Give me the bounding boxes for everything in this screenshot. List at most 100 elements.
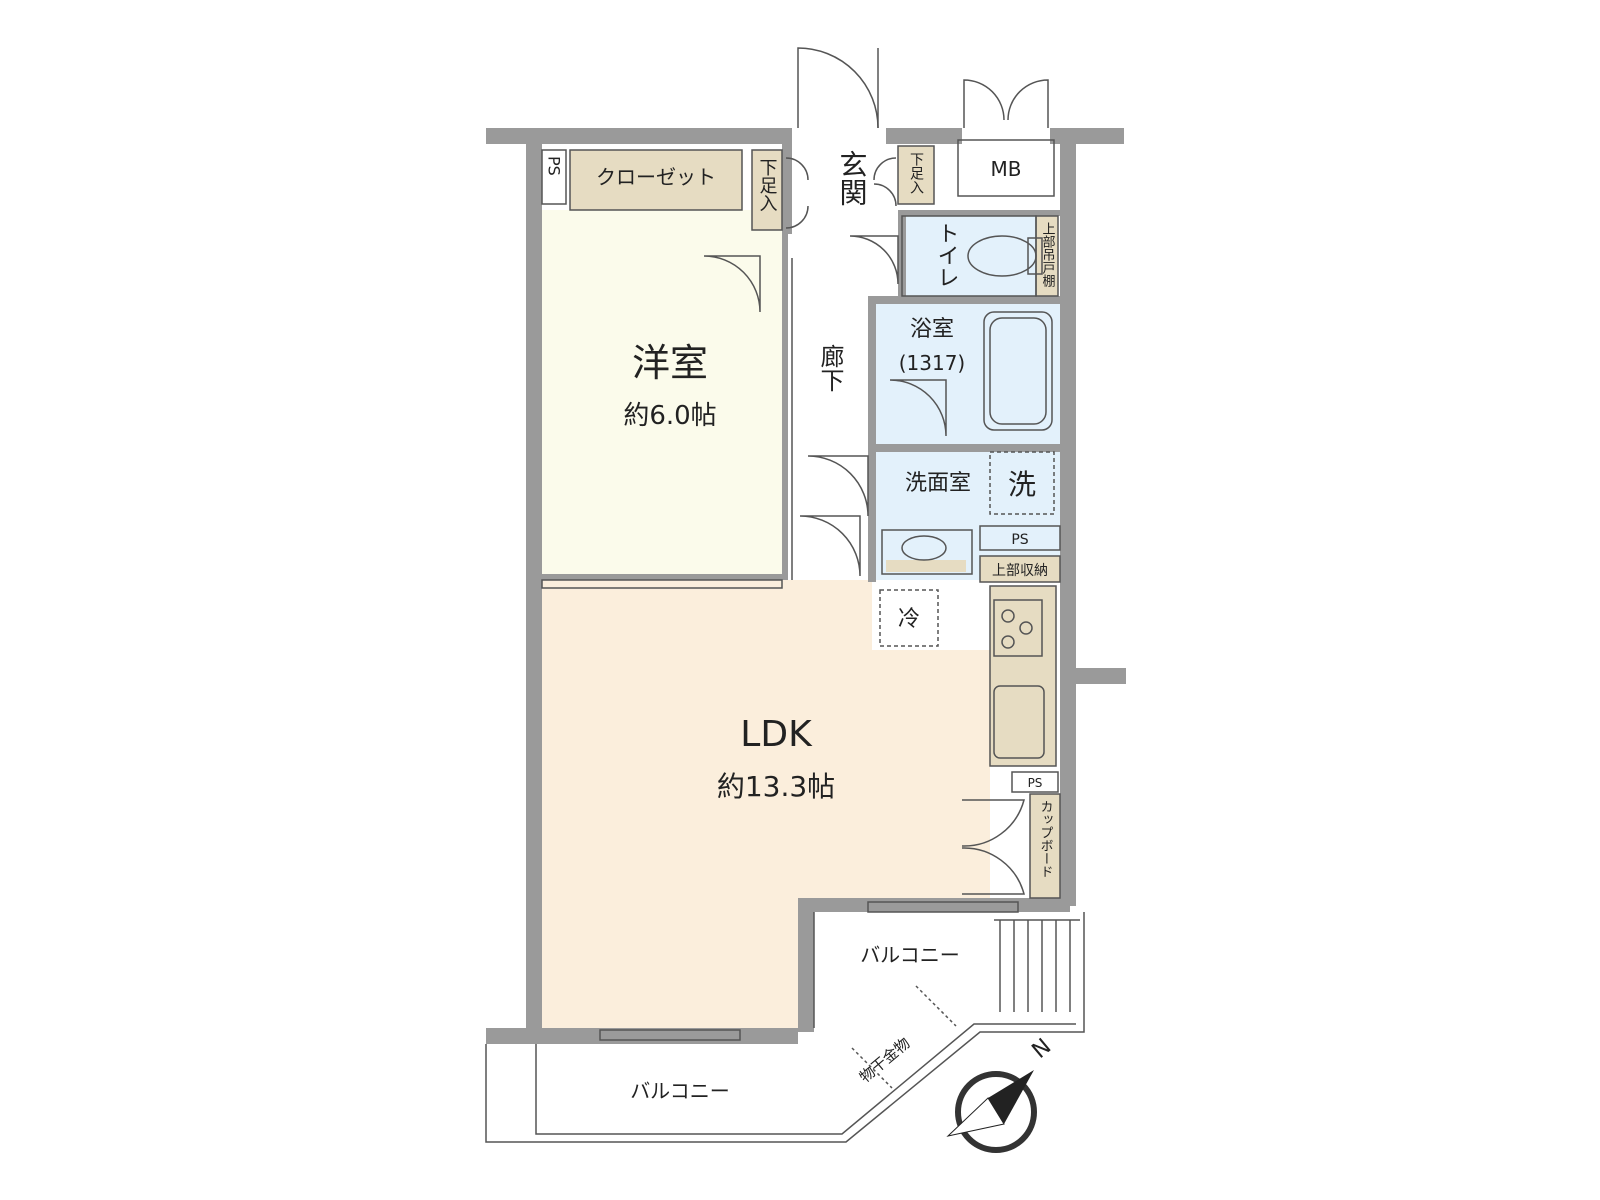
bath-area	[872, 304, 1060, 444]
upper-shelf-area	[1036, 216, 1058, 296]
shoebox-right-label: 下足入	[908, 152, 924, 194]
fridge-label: 冷	[898, 607, 920, 632]
shoebox-left-outline	[751, 149, 783, 231]
toilet-top-wall	[898, 210, 1060, 216]
washer-space	[989, 451, 1055, 515]
balcony-right-label: バルコニー	[860, 943, 960, 967]
ps-wash-outline	[979, 525, 1061, 551]
top-wall-left	[486, 128, 792, 144]
ps-wash-label: PS	[1011, 532, 1028, 548]
toilet-area	[902, 216, 1050, 296]
cupboard-area	[1030, 794, 1060, 898]
door-swings	[703, 47, 1049, 895]
bath-bottom-wall	[872, 444, 1060, 452]
western-sliding-door	[541, 579, 783, 589]
stove-burners	[1001, 609, 1033, 649]
bathtub-inner	[989, 317, 1047, 425]
shoebox-left-area	[752, 150, 782, 230]
mb-outline	[957, 139, 1055, 197]
cupboard-door-top	[961, 799, 1025, 847]
ldk-area	[542, 580, 990, 1030]
washbasin	[901, 535, 947, 561]
bath-door-swing	[889, 379, 947, 437]
kitchen-counter	[989, 585, 1057, 767]
top-wall-mid	[886, 128, 962, 144]
bathtub-outline	[983, 311, 1053, 431]
upper-storage-area	[980, 556, 1060, 582]
ldk-size: 約13.3帖	[717, 770, 835, 803]
ldk-bottom-wall	[798, 898, 1070, 912]
washer-label: 洗	[1008, 468, 1036, 501]
entrance-door-swing	[797, 47, 879, 129]
stove-outline	[993, 599, 1043, 657]
ps-top-outline	[541, 149, 567, 205]
cupboard-label: カップボード	[1038, 800, 1053, 878]
ldk-window-south	[599, 1029, 741, 1041]
upper-storage-outline	[979, 555, 1061, 583]
compass-needle-light	[946, 1097, 1005, 1137]
ldk-door-swing	[799, 515, 861, 577]
mb-label: MB	[991, 157, 1022, 181]
vanity-outline	[881, 529, 973, 575]
corridor-area	[782, 230, 872, 580]
ldk-window-east	[867, 901, 1019, 913]
shoebox-left-label: 下足入	[757, 158, 778, 212]
vanity-counter-area	[886, 560, 966, 572]
ps-kitchen-outline	[1011, 771, 1059, 793]
mb-door-right	[1007, 79, 1049, 128]
ps-kitchen-label: PS	[1028, 776, 1043, 790]
toilet-tank	[1027, 237, 1043, 275]
outlines	[541, 139, 1061, 899]
drying-hardware-label: 物干金物	[856, 1034, 914, 1086]
upper-storage-label: 上部収納	[992, 563, 1048, 579]
mb-door-left	[963, 79, 1005, 128]
bath-size: (1317)	[899, 351, 966, 375]
ldk-step-wall	[798, 898, 814, 1032]
right-wall-stub	[1076, 668, 1126, 684]
western-room-name: 洋室	[632, 341, 708, 385]
entrance-wall-left	[782, 144, 792, 234]
closet-outline	[569, 149, 743, 211]
wet-area-wall	[868, 296, 876, 582]
bath-name: 浴室	[910, 317, 954, 342]
burner	[1001, 609, 1015, 623]
ldk-name: LDK	[740, 714, 813, 755]
top-wall-right	[1050, 128, 1124, 144]
room-fills	[542, 146, 1060, 1030]
cupboard-outline	[1029, 793, 1061, 899]
burner	[1001, 635, 1015, 649]
entrance-name: 玄関	[836, 150, 869, 206]
balcony-bottom-label: バルコニー	[630, 1079, 730, 1103]
washroom-name: 洗面室	[905, 471, 971, 496]
upper-shelf-label: 上部吊戸棚	[1040, 222, 1056, 287]
wash-door-swing	[807, 455, 869, 517]
closet-area	[570, 150, 742, 210]
north-label: N	[1027, 1034, 1056, 1064]
fridge-space	[879, 589, 939, 647]
western-room-size: 約6.0帖	[623, 401, 716, 431]
western-door-swing	[703, 255, 761, 313]
walls	[486, 128, 1126, 1044]
balcony-rail	[535, 1023, 1076, 1135]
right-wall	[1060, 144, 1076, 906]
corridor-west-wall	[782, 230, 788, 580]
closet-label: クローゼット	[596, 165, 716, 189]
ps-top-label: PS	[545, 156, 564, 176]
corridor-name: 廊下	[816, 344, 844, 392]
shoebox-right-area	[898, 146, 934, 204]
shoebox-right-outline	[897, 145, 935, 205]
burner	[1019, 621, 1033, 635]
shoebox-door-left	[785, 157, 809, 229]
balcony	[485, 912, 1085, 1143]
shoebox-door-right	[873, 157, 897, 207]
toilet-door-swing	[849, 235, 899, 285]
kitchen-counter-area	[990, 586, 1056, 766]
sink-outline	[993, 685, 1045, 759]
western-bottom-wall	[542, 574, 782, 580]
north-compass	[946, 1070, 1037, 1153]
toilet-name: トイレ	[934, 222, 959, 288]
bath-top-wall	[872, 296, 1060, 304]
left-wall	[526, 144, 542, 1032]
western-room-area	[542, 210, 782, 580]
balcony-outline	[485, 912, 1085, 1143]
